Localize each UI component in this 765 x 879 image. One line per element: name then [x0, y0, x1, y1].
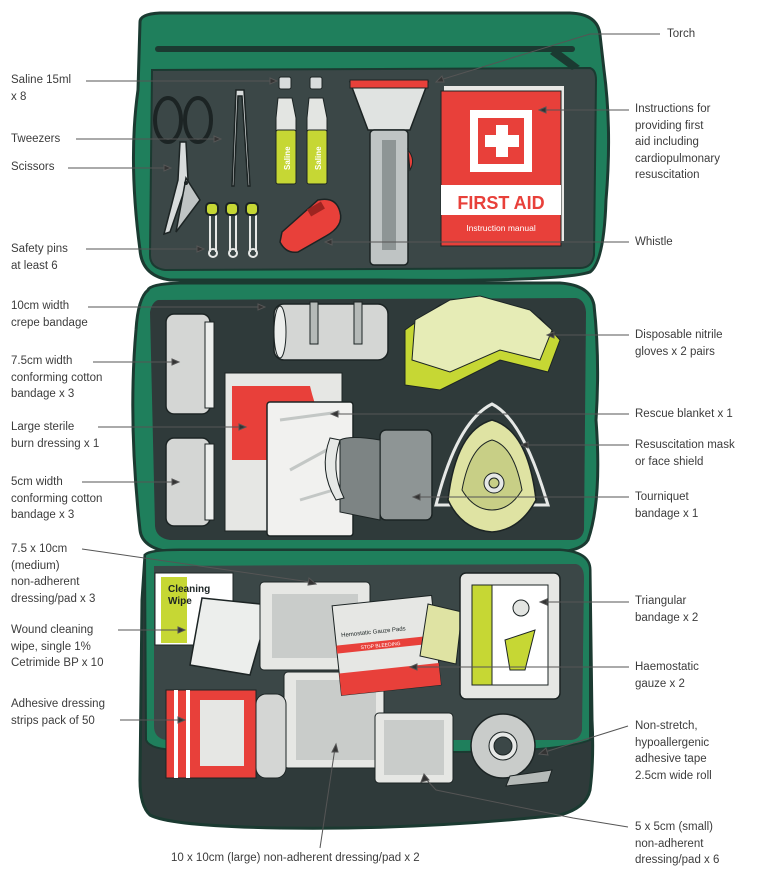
label-tape: Non-stretch, hypoallergenic adhesive tap…	[635, 720, 712, 782]
manual-subtitle: Instruction manual	[466, 223, 536, 233]
tweezers	[231, 89, 251, 187]
label-small-dressing: 5 x 5cm (small) non-adherent dressing/pa…	[635, 821, 720, 866]
large-dressing	[283, 671, 385, 769]
saline-vials: Saline Saline	[275, 76, 328, 185]
label-saline: Saline 15ml x 8	[11, 74, 72, 103]
safety-pins	[205, 202, 259, 258]
label-resus-mask: Resuscitation mask or face shield	[635, 439, 735, 468]
saline-vial-label: Saline	[283, 146, 292, 170]
label-rescue-blanket: Rescue blanket x 1	[635, 408, 733, 420]
conforming-bandage-7-5cm	[165, 313, 215, 415]
small-dressing	[374, 712, 454, 784]
label-crepe-bandage: 10cm width crepe bandage	[11, 300, 88, 329]
saline-vial-label-2: Saline	[314, 146, 323, 170]
tourniquet-bandage	[324, 429, 433, 521]
label-large-dressing: 10 x 10cm (large) non-adherent dressing/…	[171, 852, 420, 864]
label-haemostatic: Haemostatic gauze x 2	[635, 661, 699, 690]
scissors	[153, 96, 213, 236]
whistle	[279, 198, 342, 254]
triangular-bandage	[459, 572, 561, 700]
rescue-blanket	[266, 401, 354, 537]
crepe-bandage	[273, 301, 389, 361]
label-conforming-5: 5cm width conforming cotton bandage x 3	[11, 476, 103, 521]
callout-lines	[68, 33, 660, 849]
label-adhesive-strips: Adhesive dressing strips pack of 50	[11, 698, 105, 727]
label-conforming-7-5: 7.5cm width conforming cotton bandage x …	[11, 355, 103, 400]
label-tweezers: Tweezers	[11, 133, 61, 145]
label-safety-pins: Safety pins at least 6	[11, 243, 68, 272]
label-tourniquet: Tourniquet bandage x 1	[635, 491, 699, 520]
gauze-pad	[419, 603, 463, 665]
haemostatic-gauze-pack: Hemostatic Gauze Pads STOP BLEEDING	[331, 594, 442, 696]
nitrile-gloves	[404, 295, 561, 391]
gauze-pack-band: STOP BLEEDING	[360, 641, 401, 651]
label-burn-dressing: Large sterile burn dressing x 1	[11, 421, 100, 450]
top-compartment: Saline Saline	[131, 11, 611, 282]
label-medium-dressing: 7.5 x 10cm (medium) non-adherent dressin…	[11, 543, 96, 605]
adhesive-tape-roll	[470, 713, 553, 787]
manual-title: FIRST AID	[457, 193, 544, 213]
resuscitation-mask	[434, 402, 551, 533]
label-gloves: Disposable nitrile gloves x 2 pairs	[635, 329, 723, 358]
label-cleaning-wipe: Wound cleaning wipe, single 1% Cetrimide…	[11, 624, 104, 669]
torch	[348, 79, 430, 266]
middle-compartment	[131, 281, 600, 554]
label-triangular: Triangular bandage x 2	[635, 595, 699, 624]
label-torch: Torch	[667, 28, 696, 40]
adhesive-strips-pack	[165, 689, 287, 779]
label-instructions: Instructions for providing first aid inc…	[635, 103, 721, 181]
label-whistle: Whistle	[635, 236, 673, 248]
label-scissors: Scissors	[11, 161, 55, 173]
